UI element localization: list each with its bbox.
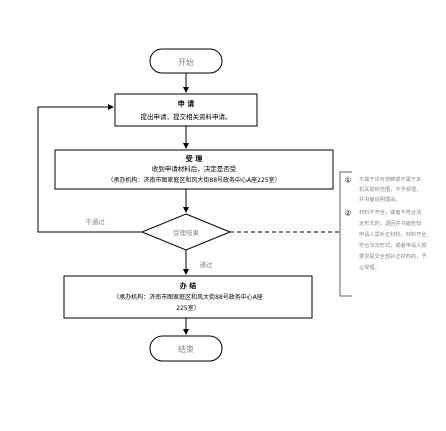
edge-reject-loop [37, 104, 142, 233]
note-2-line-2: 定形式的，退回并书面告知 [359, 219, 421, 227]
note-2: ② 材料不齐全，或者不符合法 定形式的，退回并书面告知 申请人需补正材料。材料齐… [344, 208, 431, 271]
decision-label: 受理结果 [173, 228, 200, 237]
handle-title: 办 结 [180, 281, 196, 290]
handle-org-line2: 225室） [176, 304, 199, 312]
handle-org-line1: （承办机构：济南市图家庭区和风大街88号政务中心A座 [113, 293, 263, 301]
accept-detail: 收到申请材料后，决定是否受 [152, 164, 237, 173]
note-2-line-6: 以受理。 [359, 263, 380, 271]
apply-node [114, 93, 258, 127]
note-1: ① 不属于许可范畴或不属于本 机关职权范围，不予受理， 并书面说明理由。 [344, 175, 421, 203]
note-2-line-5: 要求提交全部补正材料的，予 [359, 252, 426, 260]
accept-title: 受 理 [186, 154, 202, 163]
accept-org: （承办机构：济南市图家庭区和风大街88号政务中心A座225室） [107, 176, 280, 184]
reject-label: 不通过 [85, 217, 105, 226]
note-2-line-1: 材料不齐全，或者不符合法 [359, 208, 421, 216]
end-label: 结束 [178, 344, 194, 354]
note-1-line-2: 机关职权范围，不予受理， [359, 185, 421, 193]
note-1-line-1: 不属于许可范畴或不属于本 [359, 175, 421, 183]
note-2-marker: ② [344, 209, 351, 218]
note-1-marker: ① [344, 176, 351, 185]
note-1-line-3: 并书面说明理由。 [359, 195, 401, 203]
pass-label: 通过 [200, 260, 214, 269]
start-label: 开始 [178, 57, 194, 67]
apply-detail: 提出申请，提交相关资料申请。 [141, 112, 232, 121]
notes-bracket [339, 171, 352, 297]
end-node [149, 335, 223, 362]
handle-node [63, 275, 313, 319]
accept-node [54, 149, 334, 190]
apply-title: 申 请 [178, 99, 194, 108]
note-2-line-4: 符合法定形式，或者申请人按 [359, 241, 426, 249]
note-2-line-3: 申请人需补正材料。材料齐全， [359, 230, 432, 238]
